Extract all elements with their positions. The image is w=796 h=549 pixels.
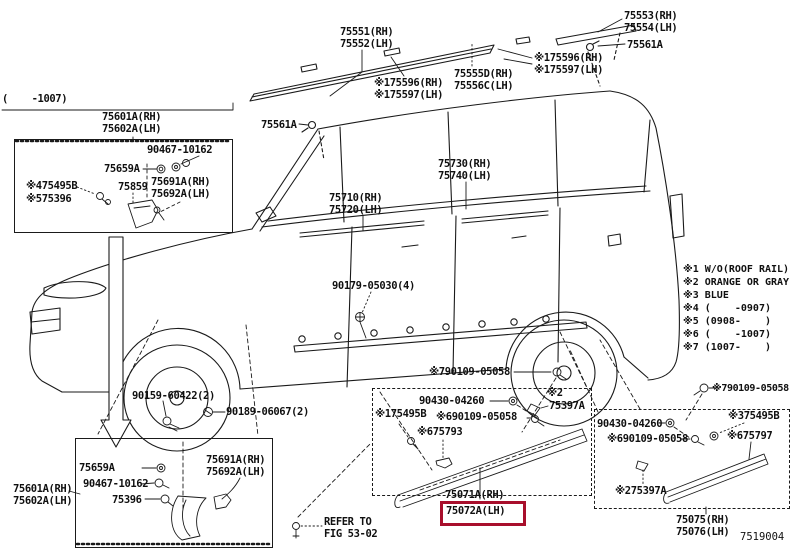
mudguard-box-parts	[68, 441, 241, 541]
roof-rails	[249, 24, 637, 161]
front-fender-callout-box	[14, 139, 233, 233]
label-screw-90189[interactable]: 90189-06067(2)	[226, 406, 309, 418]
label-fender-pad[interactable]: 75859	[118, 181, 148, 193]
label-door-bolt[interactable]: 90179-05030(4)	[332, 280, 415, 292]
note-7: ※7 (1007- )	[683, 342, 771, 353]
label-rocker-screw-outside[interactable]: ※790109-05058	[429, 366, 510, 378]
label-quarter-retainer[interactable]: ※675797	[727, 430, 773, 442]
label-belt-moulding-rear[interactable]: 75730(RH) 75740(LH)	[438, 158, 492, 182]
label-windshield-moulding[interactable]: 75555D(RH) 75556C(LH)	[454, 68, 514, 92]
note-6: ※6 ( -1007)	[683, 329, 771, 340]
notes-legend: ※1 W/O(ROOF RAIL) ※2 ORANGE OR GRAY ※3 B…	[683, 263, 789, 354]
label-rocker-screw-inside[interactable]: ※690109-05058	[436, 411, 517, 423]
door-belt-mouldings	[299, 210, 549, 238]
rocker-moulding	[293, 315, 588, 353]
quarter-callout-box	[594, 409, 790, 509]
label-roof-clip-left[interactable]: 75561A	[261, 119, 297, 131]
label-quarter-screw-outside[interactable]: ※790109-05058	[712, 383, 789, 394]
label-fender-clip-a[interactable]: ※475495B	[26, 180, 78, 192]
note-2: ※2 ORANGE OR GRAY	[683, 277, 790, 288]
label-rocker-clip-b[interactable]: ※175495B	[375, 408, 427, 420]
quarter-box-parts	[569, 339, 769, 515]
figure-code: 7519004	[740, 531, 785, 543]
label-mud-protector[interactable]: 75691A(RH) 75692A(LH)	[206, 454, 266, 478]
label-quarter-grommet[interactable]: 90430-04260	[597, 418, 663, 430]
label-fender-protector[interactable]: 75691A(RH) 75692A(LH)	[151, 176, 211, 200]
label-screw-90159[interactable]: 90159-60422(2)	[132, 390, 215, 402]
label-roof-rail-rear[interactable]: 75553(RH) 75554(LH)	[624, 10, 678, 34]
label-roof-rail-front[interactable]: 75551(RH) 75552(LH)	[340, 26, 394, 50]
label-belt-moulding-front[interactable]: 75710(RH) 75720(LH)	[329, 192, 383, 216]
label-mud-assembly[interactable]: 75601A(RH) 75602A(LH)	[13, 483, 73, 507]
label-mud-nut[interactable]: 90467-10162	[83, 478, 149, 490]
label-mud-clip[interactable]: 75396	[112, 494, 142, 506]
label-fender-clip-b[interactable]: ※575396	[26, 193, 72, 205]
label-quarter-clip-b[interactable]: ※275397A	[615, 485, 667, 497]
label-rocker-grommet[interactable]: 90430-04260	[419, 395, 485, 407]
label-fender-nut[interactable]: 90467-10162	[147, 144, 213, 156]
label-mud-grommet[interactable]: 75659A	[79, 462, 115, 474]
highlight-box: 75072A(LH)	[440, 501, 526, 526]
label-date-note: ( -1007)	[2, 93, 68, 105]
label-roof-moulding-right[interactable]: ※175596(RH) ※175597(LH)	[534, 52, 604, 76]
front-fender-box-parts	[76, 155, 200, 229]
label-quarter-screw-inside[interactable]: ※690109-05058	[607, 433, 688, 445]
down-arrow-icon	[100, 236, 132, 448]
label-refer-to-fig[interactable]: REFER TO FIG 53-02	[324, 516, 378, 540]
label-rocker-moulding-lh-selected[interactable]: 75072A(LH)	[446, 505, 506, 517]
label-rocker-clip[interactable]: 75397A	[549, 400, 585, 412]
rocker-callout-box	[372, 388, 592, 496]
box-hatch-edges	[14, 139, 271, 546]
label-quarter-clip-a[interactable]: ※375495B	[728, 410, 780, 422]
label-fender-moulding-assy[interactable]: 75601A(RH) 75602A(LH)	[102, 111, 162, 135]
label-rocker-clip-note: ※2	[547, 387, 563, 399]
note-1: ※1 W/O(ROOF RAIL)	[683, 264, 790, 275]
label-fender-grommet[interactable]: 75659A	[104, 163, 140, 175]
label-rocker-retainer[interactable]: ※675793	[417, 426, 463, 438]
label-roof-moulding-left[interactable]: ※175596(RH) ※175597(LH)	[374, 77, 444, 101]
note-4: ※4 ( -0907)	[683, 303, 771, 314]
label-quarter-moulding[interactable]: 75075(RH) 75076(LH)	[676, 514, 730, 538]
mudguard-callout-box	[75, 438, 273, 548]
note-5: ※5 (0908- )	[683, 316, 771, 327]
rocker-box-parts	[379, 331, 589, 509]
leader-lines	[1, 18, 626, 539]
label-rocker-moulding-rh[interactable]: 75071A(RH)	[445, 489, 505, 501]
note-3: ※3 BLUE	[683, 290, 729, 301]
label-roof-clip-right[interactable]: 75561A	[627, 39, 663, 51]
